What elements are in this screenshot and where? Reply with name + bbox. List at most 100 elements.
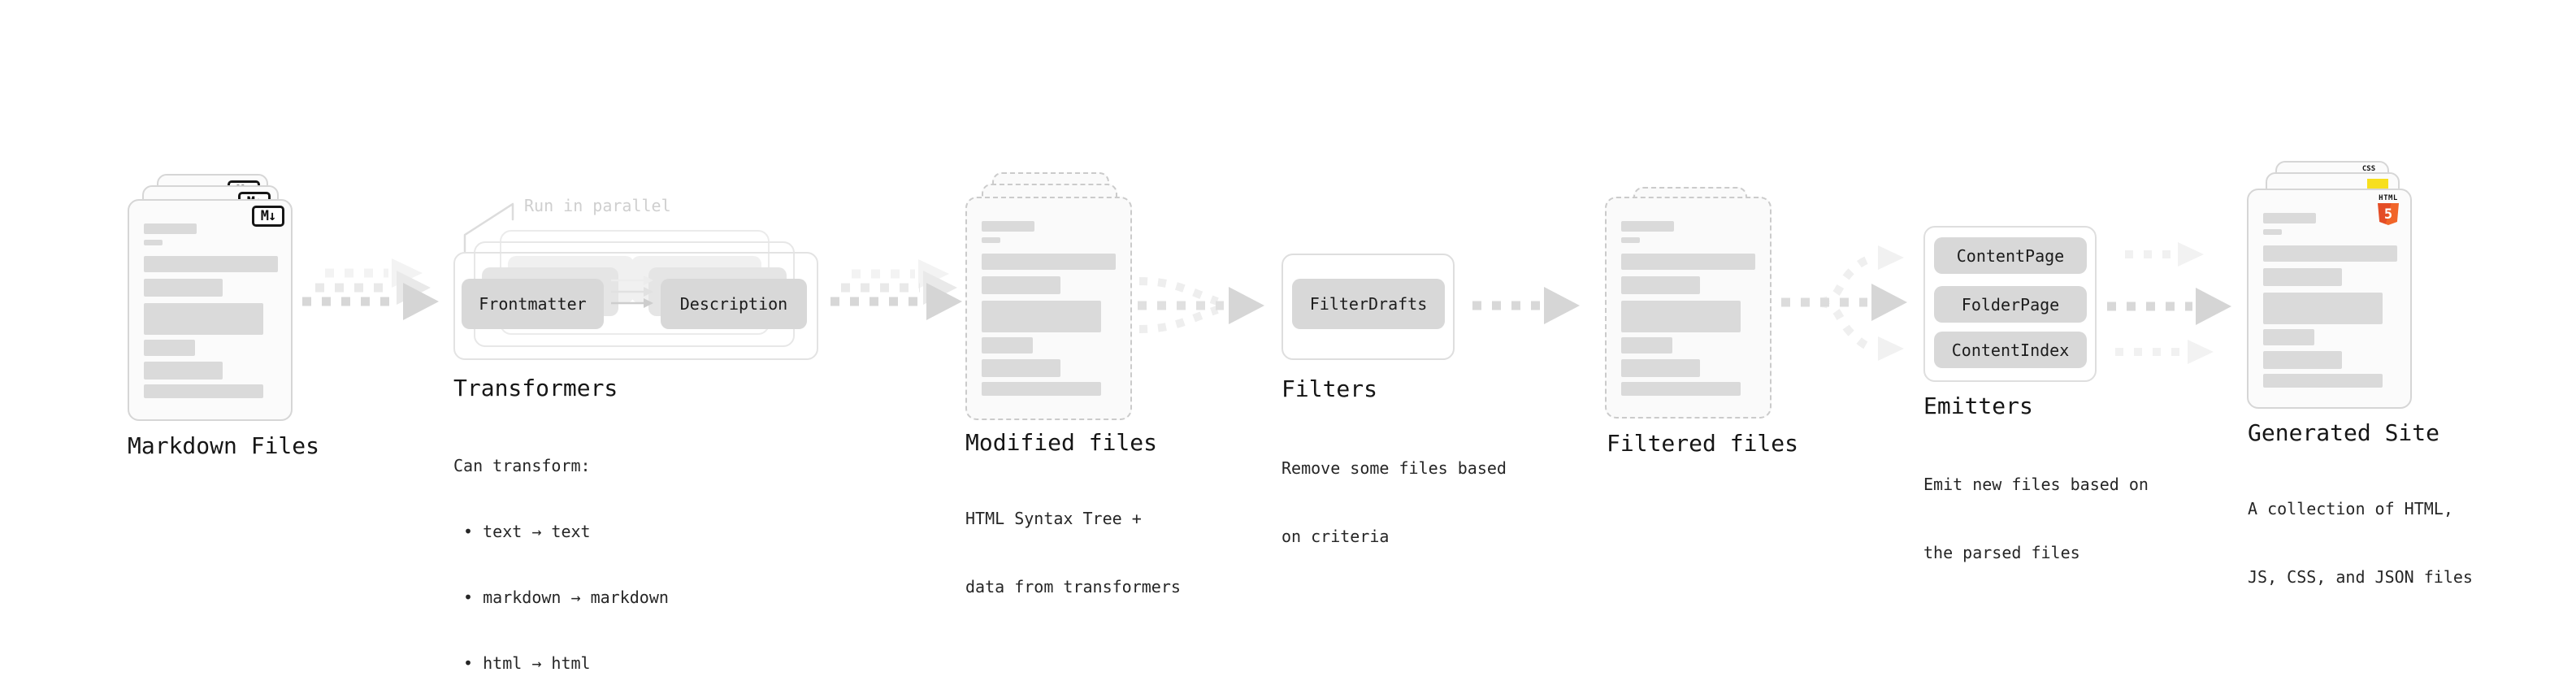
arrow-head <box>403 283 439 320</box>
desc-line: data from transformers <box>965 577 1181 596</box>
markdown-file-card: M↓ <box>128 199 293 421</box>
skeleton-bar <box>982 382 1101 396</box>
skeleton-bar <box>1621 237 1640 243</box>
desc-line: Remove some files based <box>1281 458 1507 478</box>
arrow-head <box>392 258 423 288</box>
skeleton-bar <box>2263 329 2314 345</box>
desc-line: A collection of HTML, <box>2248 499 2453 518</box>
skeleton-bar <box>144 256 278 272</box>
stage-desc-generated-site: A collection of HTML, JS, CSS, and JSON … <box>2248 452 2473 634</box>
skeleton-bar <box>982 254 1116 270</box>
markdown-icon: M↓ <box>252 206 284 227</box>
skeleton-bar <box>1621 221 1674 232</box>
html5-icon-label: HTML <box>2379 194 2398 202</box>
skeleton-bar <box>144 240 163 245</box>
modified-file-card <box>965 197 1132 420</box>
desc-line: Emit new files based on <box>1923 475 2149 494</box>
stage-desc-modified-files: HTML Syntax Tree + data from transformer… <box>965 462 1181 644</box>
skeleton-bar <box>982 237 1000 243</box>
stage-label-filtered-files: Filtered files <box>1607 430 1799 457</box>
arrow-filtered-to-emitters-fanout <box>1781 245 1907 361</box>
desc-line: JS, CSS, and JSON files <box>2248 567 2473 587</box>
skeleton-bar <box>2263 229 2282 235</box>
chip-description: Description <box>661 279 807 329</box>
run-in-parallel-callout: Run in parallel <box>524 196 671 215</box>
desc-line: • markdown → markdown <box>453 588 669 607</box>
chip-contentindex: ContentIndex <box>1934 332 2087 368</box>
skeleton-bar <box>144 223 197 234</box>
skeleton-bar <box>1621 301 1741 332</box>
stage-desc-transformers: Can transform: • text → text • markdown … <box>453 411 669 681</box>
skeleton-bar <box>1621 382 1741 396</box>
arrow-markdown-to-transformers <box>302 258 439 320</box>
skeleton-bar <box>144 362 223 380</box>
stage-label-emitters: Emitters <box>1923 393 2033 419</box>
stage-label-markdown-files: Markdown Files <box>128 432 320 459</box>
javascript-icon <box>2367 179 2388 189</box>
arrow-head <box>2196 288 2231 325</box>
skeleton-bar <box>2263 213 2316 223</box>
arrow-head <box>926 283 962 320</box>
arrow-head <box>2178 242 2204 267</box>
desc-line: the parsed files <box>1923 543 2080 562</box>
arrow-filters-to-filtered <box>1472 287 1580 324</box>
skeleton-bar <box>2263 268 2342 286</box>
arrow-transformers-to-modified <box>830 259 962 320</box>
skeleton-bar <box>1621 359 1700 377</box>
stage-label-modified-files: Modified files <box>965 429 1158 456</box>
desc-line: HTML Syntax Tree + <box>965 509 1142 528</box>
emitters-box <box>1923 226 2097 382</box>
skeleton-bar <box>982 301 1101 332</box>
arrow-emitters-to-generated <box>2107 242 2231 364</box>
arrow-head <box>1544 287 1580 324</box>
skeleton-bar <box>144 303 263 335</box>
skeleton-bar <box>1621 276 1700 294</box>
skeleton-bar <box>1621 337 1672 354</box>
skeleton-bar <box>2263 245 2397 262</box>
generated-file-card: HTML 5 <box>2247 189 2412 409</box>
arrow-branch-bottom-line <box>1819 299 1876 353</box>
skeleton-bar <box>982 221 1034 232</box>
skeleton-bar <box>982 337 1033 354</box>
skeleton-bar <box>982 276 1060 294</box>
transformer-box <box>453 252 818 360</box>
chip-folderpage: FolderPage <box>1934 286 2087 323</box>
stage-label-generated-site: Generated Site <box>2248 419 2440 446</box>
arrow-head <box>2188 340 2214 364</box>
stage-label-transformers: Transformers <box>453 375 618 401</box>
arrow-head <box>1878 245 1904 270</box>
skeleton-bar <box>144 384 263 398</box>
skeleton-bar <box>144 340 195 356</box>
arrow-merge-bottom-line <box>1138 306 1219 333</box>
arrow-merge-top-line <box>1138 277 1219 306</box>
skeleton-bar <box>1621 254 1755 270</box>
html5-icon: HTML 5 <box>2375 194 2401 225</box>
chip-contentpage: ContentPage <box>1934 237 2087 274</box>
chip-filterdrafts: FilterDrafts <box>1292 279 1445 329</box>
arrow-modified-to-filters-merge <box>1138 277 1264 333</box>
stage-label-filters: Filters <box>1281 375 1378 402</box>
arrow-head <box>1229 287 1264 324</box>
desc-line: on criteria <box>1281 527 1390 546</box>
arrow-head <box>918 259 949 288</box>
skeleton-bar <box>982 359 1060 377</box>
chip-frontmatter: Frontmatter <box>462 279 604 329</box>
desc-line: Can transform: <box>453 456 591 475</box>
skeleton-bar <box>144 279 223 297</box>
desc-line: • text → text <box>453 522 591 541</box>
arrow-head <box>1871 284 1907 321</box>
stage-desc-emitters: Emit new files based on the parsed files <box>1923 427 2149 609</box>
arrow-head <box>397 271 431 305</box>
arrow-branch-top-line <box>1819 254 1876 306</box>
skeleton-bar <box>2263 293 2383 324</box>
filtered-file-card <box>1605 197 1772 419</box>
skeleton-bar <box>2263 374 2383 388</box>
filters-box <box>1281 254 1455 360</box>
arrow-head <box>1878 336 1904 361</box>
css-icon-label: CSS <box>2361 165 2376 173</box>
skeleton-bar <box>2263 351 2342 369</box>
desc-line: • html → html <box>453 653 591 673</box>
html5-icon-shield: 5 <box>2378 203 2399 225</box>
stage-desc-filters: Remove some files based on criteria <box>1281 411 1507 593</box>
